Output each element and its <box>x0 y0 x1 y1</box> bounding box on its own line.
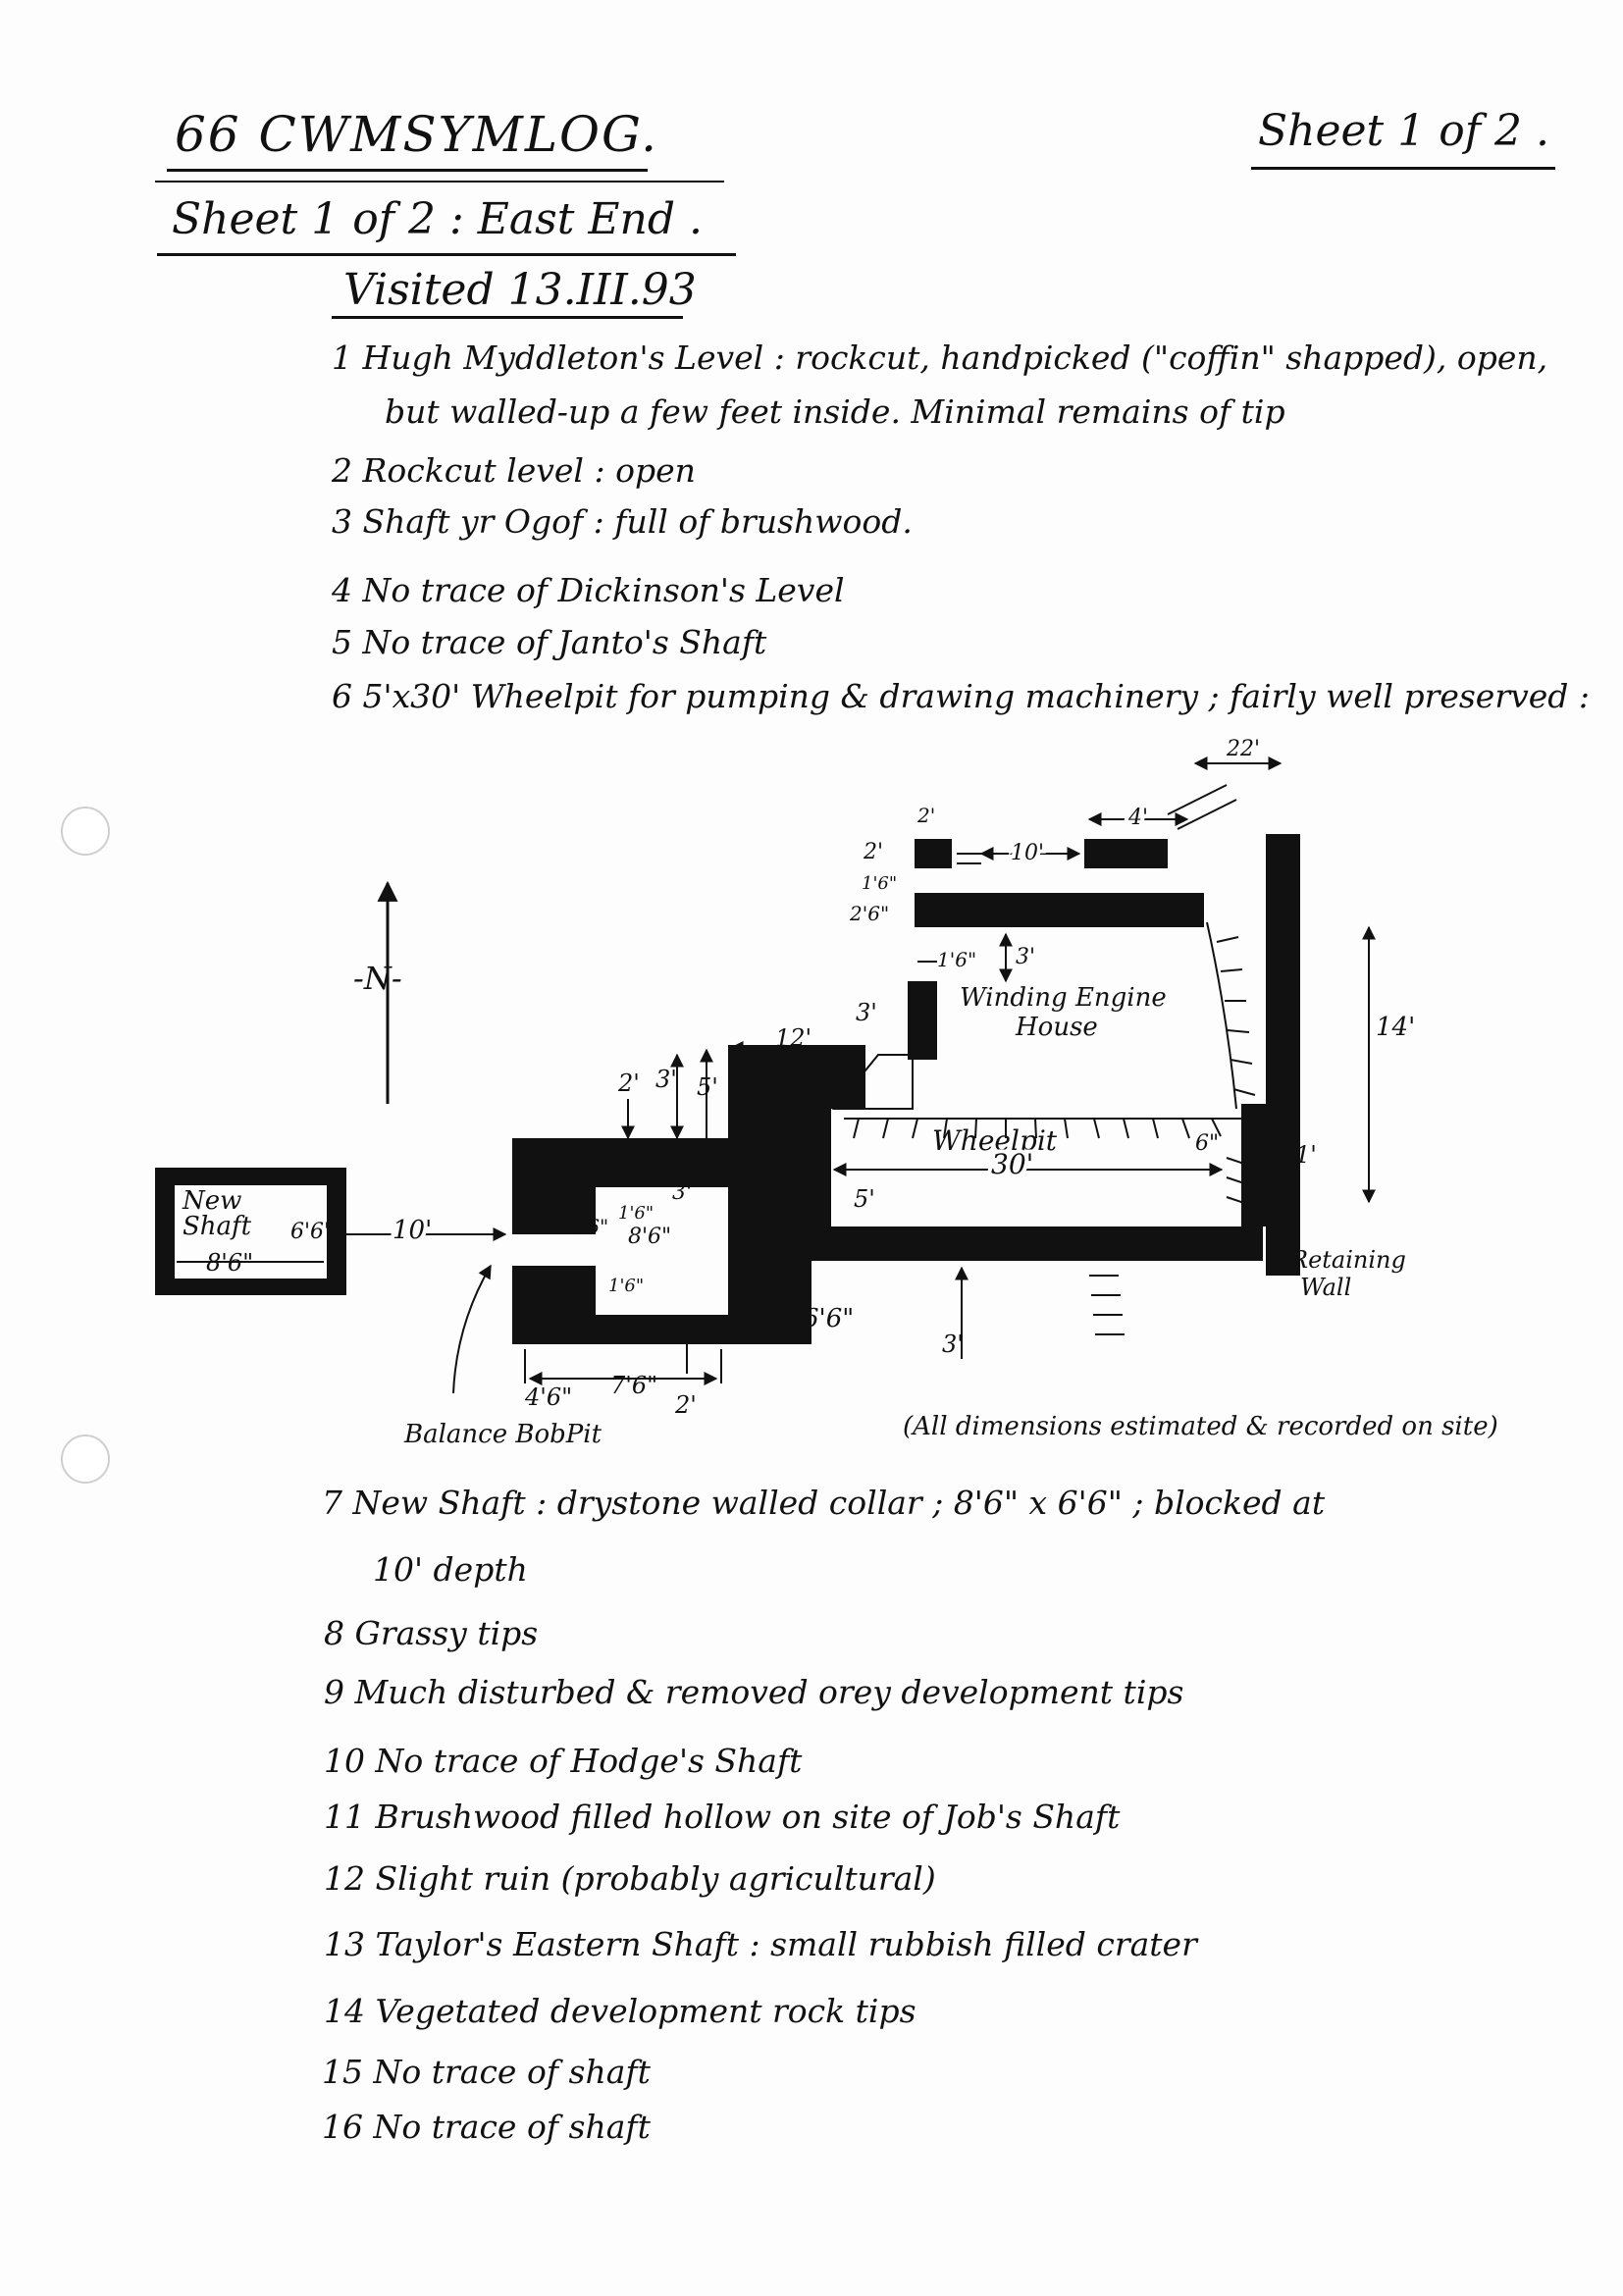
sheet-subtitle: Sheet 1 of 2 : East End . <box>172 194 703 244</box>
north-label: -N- <box>353 960 402 997</box>
subtitle-underline <box>157 253 736 256</box>
punch-hole-top <box>61 807 110 856</box>
list-item-continuation: 10' depth <box>373 1550 528 1589</box>
list-item: 7 New Shaft : drystone walled collar ; 8… <box>322 1484 1326 1522</box>
sheet-ref-underline <box>1251 167 1555 170</box>
dimension-label: 7'6" <box>610 1372 657 1399</box>
winding-engine-house-label: Winding Engine <box>960 983 1167 1013</box>
list-item: 8 Grassy tips <box>324 1614 539 1652</box>
winding-engine-house-label: House <box>1015 1013 1098 1042</box>
list-item: 1 Hugh Myddleton's Level : rockcut, hand… <box>332 339 1548 377</box>
dimension-label: 8'6" <box>628 1225 671 1249</box>
list-item: 14 Vegetated development rock tips <box>324 1992 916 2030</box>
dimension-label: 2' <box>674 1391 697 1419</box>
page-title: 66 CWMSYMLOG. <box>175 106 659 163</box>
dimension-label: 10' <box>1011 841 1044 865</box>
dimension-label: 3' <box>672 1180 692 1205</box>
list-item: 11 Brushwood filled hollow on site of Jo… <box>324 1798 1121 1836</box>
list-item: 13 Taylor's Eastern Shaft : small rubbis… <box>324 1925 1197 1963</box>
dimension-label: 30' <box>991 1148 1033 1180</box>
dimension-label: 6'6" <box>290 1220 334 1244</box>
list-item-continuation: but walled-up a few feet inside. Minimal… <box>385 392 1285 431</box>
balance-bob-pit-label: Balance BobPit <box>403 1420 602 1449</box>
wheelpit-hatching <box>831 784 1257 1335</box>
dimension-label: 4'6" <box>524 1383 572 1411</box>
dimension-label: 2'6" <box>849 902 889 925</box>
dimension-label: 4' <box>1127 806 1148 830</box>
list-item: 9 Much disturbed & removed orey developm… <box>324 1673 1184 1711</box>
visited-underline <box>332 316 683 319</box>
dimension-label: 3' <box>942 1331 964 1358</box>
list-item: 15 No trace of shaft <box>322 2053 651 2091</box>
new-shaft-label: Shaft <box>183 1212 252 1241</box>
dimension-label: 22' <box>1226 737 1260 761</box>
list-item: 12 Slight ruin (probably agricultural) <box>324 1859 936 1898</box>
dimension-label: 14' <box>1376 1013 1415 1042</box>
dimension-label: 1'6" <box>937 948 976 971</box>
sheet-reference: Sheet 1 of 2 . <box>1258 106 1549 156</box>
dimension-label: 6'6" <box>803 1304 854 1333</box>
dimension-label: 1'6" <box>608 1276 644 1296</box>
retaining-wall-label: Wall <box>1300 1274 1351 1301</box>
new-shaft-label: New <box>182 1186 241 1216</box>
dimension-label: 2' <box>617 1070 640 1097</box>
dimension-label: 2' <box>916 804 935 827</box>
visited-date: Visited 13.III.93 <box>343 265 697 315</box>
dimensions-note: (All dimensions estimated & recorded on … <box>903 1412 1498 1441</box>
list-item: 4 No trace of Dickinson's Level <box>332 571 845 609</box>
wheelpit-label: Wheelpit <box>932 1124 1058 1157</box>
dimension-label: 3' <box>655 1066 677 1093</box>
list-item: 3 Shaft yr Ogof : full of brushwood. <box>332 502 913 541</box>
title-underline <box>167 169 648 172</box>
list-item: 2 Rockcut level : open <box>332 451 696 490</box>
list-item: 6 5'x30' Wheelpit for pumping & drawing … <box>332 677 1591 715</box>
dimension-label: 10' <box>393 1216 432 1245</box>
dimension-label: 3' <box>856 999 877 1026</box>
punch-hole-bottom <box>61 1435 110 1484</box>
dimension-label: 3' <box>1016 945 1035 969</box>
new-shaft-structure <box>155 1168 346 1295</box>
list-item: 10 No trace of Hodge's Shaft <box>324 1742 803 1780</box>
subtitle-overline <box>155 181 724 183</box>
dimension-label: 12' <box>775 1024 812 1052</box>
retaining-wall-label: Retaining <box>1289 1246 1406 1274</box>
dimension-label: 5' <box>854 1185 875 1213</box>
dimension-label: 6" <box>1195 1131 1219 1156</box>
dimension-label: 2' <box>863 840 883 864</box>
dimension-label: 1' <box>1295 1141 1317 1169</box>
list-item: 5 No trace of Janto's Shaft <box>332 623 767 661</box>
dimension-label: 5'6" <box>569 1215 608 1238</box>
dimension-label: 1'6" <box>862 873 897 894</box>
dimension-label: 1'6" <box>618 1203 654 1224</box>
list-item: 16 No trace of shaft <box>322 2108 651 2146</box>
